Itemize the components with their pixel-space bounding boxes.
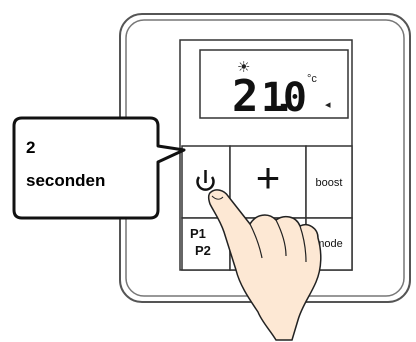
temperature-main-digit: 2: [232, 71, 259, 122]
callout-bubble: 2 seconden: [12, 116, 186, 220]
lcd-arrow-icon: ◂: [325, 99, 331, 111]
boost-button[interactable]: [305, 145, 353, 219]
p1-label: P1: [190, 226, 206, 241]
lcd-display: ☀ 2 1.0 °c ◂: [199, 49, 349, 122]
power-icon: [196, 170, 215, 191]
callout-duration-unit: seconden: [26, 171, 105, 190]
temperature-unit: °c: [307, 73, 317, 85]
plus-button[interactable]: [229, 145, 307, 219]
sun-icon: ☀: [237, 59, 250, 76]
temperature-decimal: 1.0: [261, 75, 307, 121]
program-button[interactable]: [181, 217, 231, 271]
mode-label: mode: [315, 238, 343, 250]
callout-duration-number: 2: [26, 138, 35, 157]
p2-label: P2: [195, 243, 211, 258]
hand-illustration: [207, 189, 322, 341]
boost-label: boost: [316, 177, 343, 189]
plus-label: +: [256, 154, 281, 201]
